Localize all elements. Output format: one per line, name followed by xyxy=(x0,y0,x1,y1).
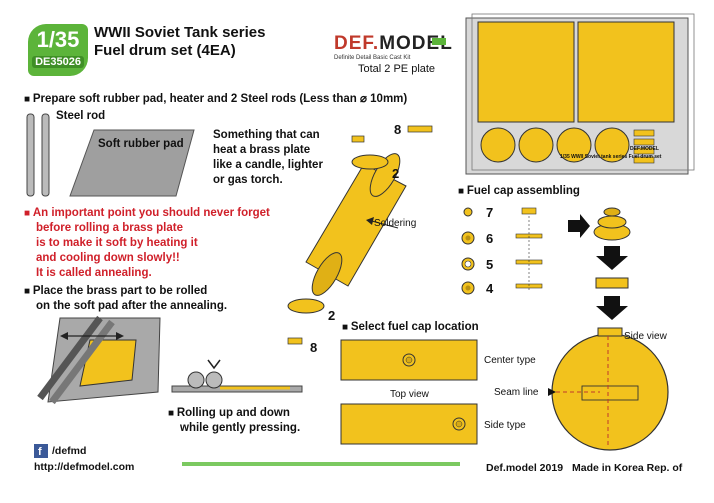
prepare-heading: Prepare soft rubber pad, heater and 2 St… xyxy=(24,91,407,105)
rolling-instruction: ■ Rolling up and down while gently press… xyxy=(168,407,301,434)
place-instruction: ■ Place the brass part to be rolled on t… xyxy=(24,285,228,312)
heater-text: Something that can heat a brass plate li… xyxy=(213,128,323,188)
part-number-8-top: 8 xyxy=(394,122,402,137)
top-view-label: Top view xyxy=(390,389,429,400)
location-heading: ■ Select fuel cap location xyxy=(342,321,479,333)
drum-body xyxy=(305,153,407,296)
website-link[interactable]: http://defmodel.com xyxy=(34,461,135,473)
seam-line-label: Seam line xyxy=(494,387,539,398)
brand-tagline: Definite Detail Basic Cast Kit xyxy=(334,55,411,61)
pe-plate xyxy=(465,13,695,175)
heater-line-4: or gas torch. xyxy=(213,174,283,186)
part-number-2-top: 2 xyxy=(392,166,400,181)
brand-accent-bar xyxy=(432,38,446,45)
page-title: WWII Soviet Tank series Fuel drum set (4… xyxy=(94,24,265,60)
cap-part-4: 4 xyxy=(486,281,494,296)
copyright-text: Def.model 2019 xyxy=(486,462,564,474)
soft-rubber-pad-shape xyxy=(69,129,195,197)
steel-rods xyxy=(26,113,50,197)
heater-line-2: heat a brass plate xyxy=(213,144,311,156)
part-number-2-bottom: 2 xyxy=(328,308,336,323)
total-plate-text: Total 2 PE plate xyxy=(358,63,436,75)
center-type-label: Center type xyxy=(484,355,536,366)
title-line-1: WWII Soviet Tank series xyxy=(94,24,266,41)
made-in-text: Made in Korea Rep. of xyxy=(572,462,683,474)
facebook-icon xyxy=(34,444,48,458)
roller-side-illustration xyxy=(171,359,303,393)
warning-line-2: before rolling a brass plate xyxy=(36,222,183,234)
brand-prefix: DEF. xyxy=(334,33,380,54)
cap-part-6: 6 xyxy=(486,231,494,246)
part-number-8-bottom: 8 xyxy=(310,340,318,355)
soft-pad-label: Soft rubber pad xyxy=(98,138,184,150)
rolling-line-2: while gently pressing. xyxy=(180,422,301,434)
place-line-2: on the soft pad after the annealing. xyxy=(36,300,228,312)
warning-line-5: It is called annealing. xyxy=(36,267,152,279)
rolling-illustration xyxy=(37,315,161,405)
location-heading-text: Select fuel cap location xyxy=(350,321,479,333)
warning-line-3: is to make it soft by heating it xyxy=(36,237,198,249)
footer-bar xyxy=(182,462,460,466)
pe-plate-label: 1/35 WWII Soviet tank series Fuel drum s… xyxy=(560,154,662,160)
rolling-line-1: Rolling up and down xyxy=(176,407,290,419)
facebook-handle[interactable]: /defmd xyxy=(52,445,87,457)
title-line-2: Fuel drum set (4EA) xyxy=(94,42,236,59)
place-line-1: Place the brass part to be rolled xyxy=(32,285,208,297)
heater-line-1: Something that can xyxy=(213,129,320,141)
product-code: DE35026 xyxy=(32,56,84,68)
fuel-cap-parts xyxy=(461,207,631,320)
cap-part-7: 7 xyxy=(486,205,494,220)
scale-text: 1/35 xyxy=(36,27,80,52)
cap-part-5: 5 xyxy=(486,257,494,272)
warning-line-1: An important point you should never forg… xyxy=(32,207,270,219)
pe-plate-brand: DEF.MODEL xyxy=(630,146,659,152)
side-view-label: Side view xyxy=(624,331,667,342)
side-type-label: Side type xyxy=(484,420,526,431)
side-view-drum xyxy=(548,327,669,451)
annealing-warning: ■ An important point you should never fo… xyxy=(24,207,270,279)
fuel-cap-heading: Fuel cap assembling xyxy=(458,185,580,197)
svg-text:f: f xyxy=(38,446,42,458)
warning-line-4: and cooling down slowly!! xyxy=(36,252,180,264)
scale-badge: 1/35 DE35026 xyxy=(28,24,88,76)
steel-rod-label: Steel rod xyxy=(56,110,106,122)
heater-line-3: like a candle, lighter xyxy=(213,159,323,171)
soldering-label: Soldering xyxy=(374,218,417,229)
